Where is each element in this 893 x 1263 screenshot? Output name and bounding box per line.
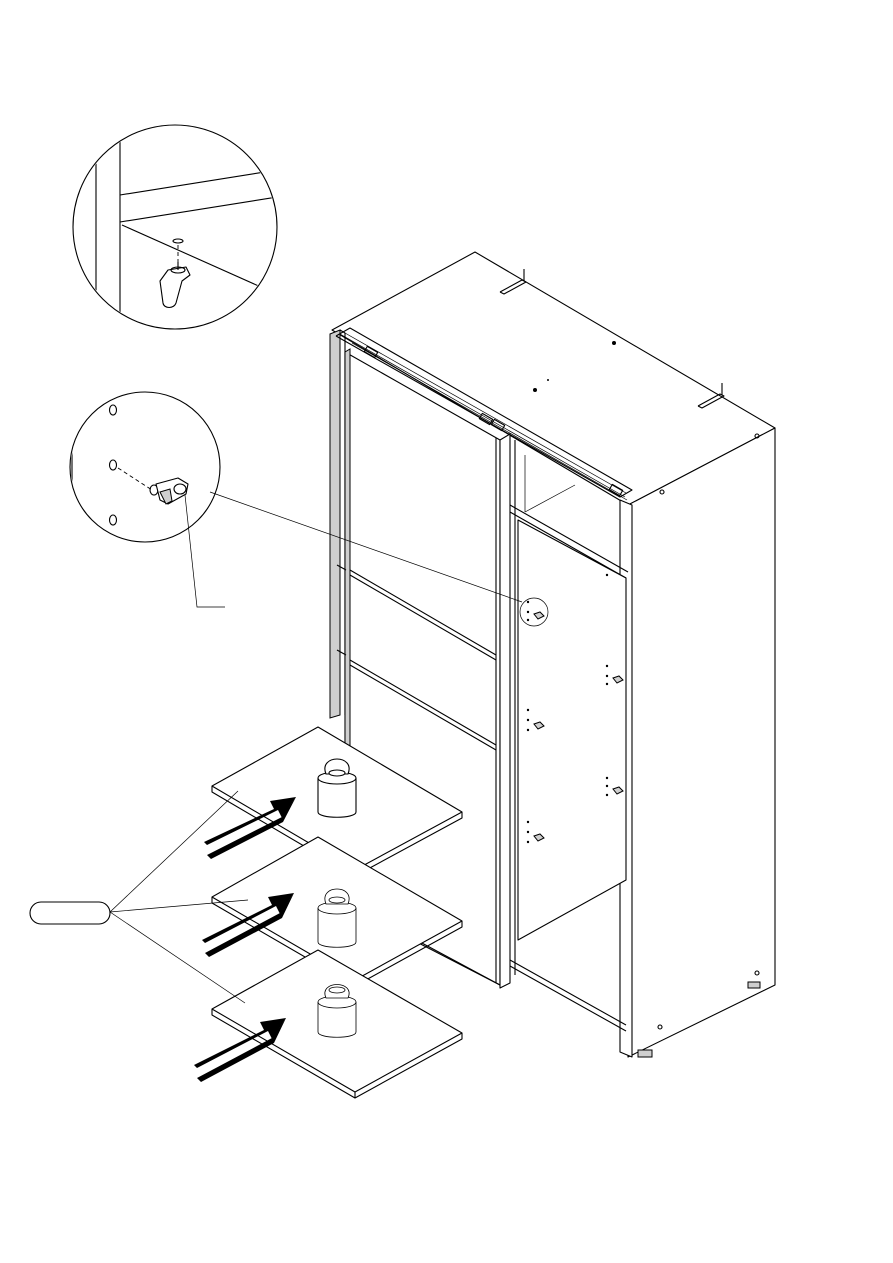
shelf-support-top-detail (73, 120, 290, 340)
shelf-support-pin-icon (160, 262, 190, 308)
sliding-door-edge (500, 434, 510, 988)
shelf-3 (194, 950, 462, 1098)
wardrobe-interior (510, 440, 628, 1031)
wardrobe-left-side (330, 330, 340, 718)
callout-label-box (30, 902, 110, 924)
wardrobe-right-side (628, 428, 775, 1057)
shelf-support-pin-icon (150, 478, 188, 504)
